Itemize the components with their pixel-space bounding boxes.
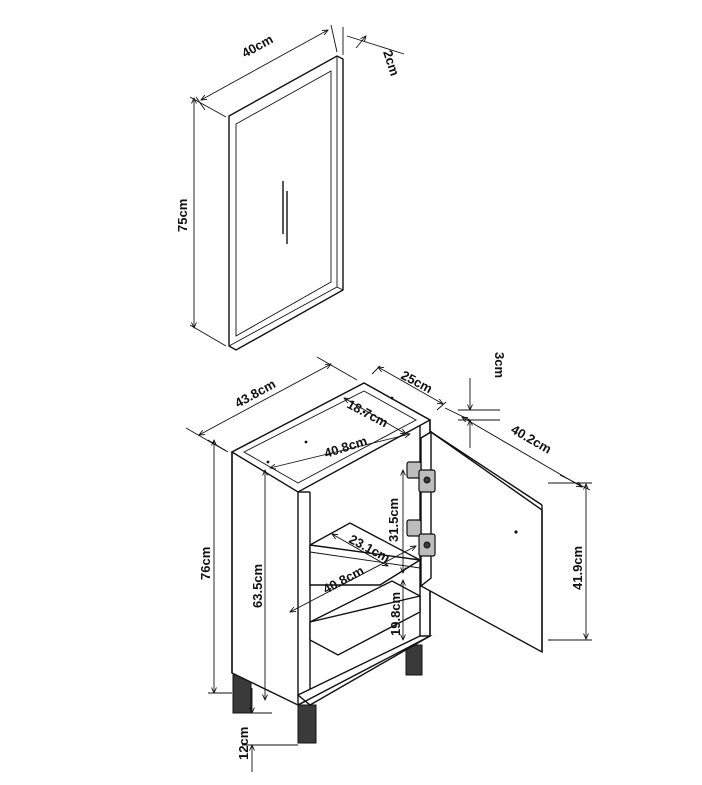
door-height-label: 41.9cm: [570, 546, 585, 590]
cabinet-height-dimension: 76cm: [198, 440, 232, 693]
mirror-height-label: 75cm: [175, 199, 190, 232]
side-height-dimension: 63.5cm: [250, 470, 265, 700]
leg-height-dimension: 12cm: [236, 688, 298, 772]
cabinet: [230, 382, 433, 744]
lower-height-label: 19.8cm: [388, 592, 403, 636]
cabinet-depth-label: 25cm: [399, 367, 435, 396]
cabinet-width-label: 43.8cm: [232, 376, 278, 410]
leg-back-right: [405, 644, 423, 676]
door: [420, 430, 543, 654]
mirror-width-label: 40cm: [239, 31, 275, 60]
door-thickness-dimension: 3cm: [458, 352, 507, 448]
mirror-height-dimension: 75cm: [175, 98, 194, 328]
leg-front-right: [297, 704, 317, 744]
door-width-label: 40.2cm: [509, 422, 555, 457]
hinge-lower: [406, 519, 436, 557]
mirror: [189, 24, 344, 351]
door-height-dimension: 41.9cm: [548, 482, 592, 641]
leg-height-label: 12cm: [236, 727, 251, 760]
lower-height-dimension: 19.8cm: [388, 580, 403, 640]
door-thickness-label: 3cm: [492, 352, 507, 378]
cabinet-height-label: 76cm: [198, 547, 213, 580]
mirror-depth-dimension: 2cm: [346, 36, 405, 78]
opening-height-label: 31.5cm: [386, 498, 401, 542]
side-height-label: 63.5cm: [250, 564, 265, 608]
